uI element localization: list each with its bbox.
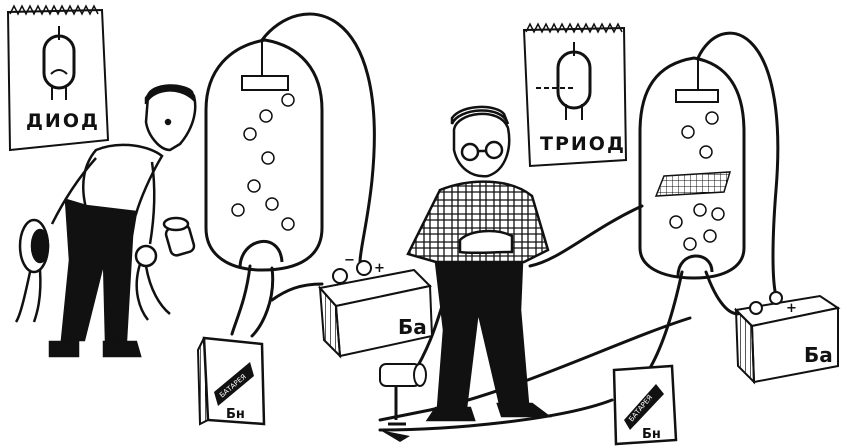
triode-tube (640, 58, 744, 278)
triode-sign: ТРИОД (524, 24, 626, 166)
anode-battery-left: − + Ба (320, 253, 432, 356)
filament-battery-right: БАТАРЕЯ Бн (614, 366, 676, 444)
anode-battery-right: + Ба (736, 292, 838, 382)
boy-center (408, 107, 548, 420)
anode-battery-right-label: Ба (804, 343, 833, 367)
diode-sign: ДИОД (8, 6, 108, 150)
filament-battery-left-label: Бн (226, 407, 245, 422)
battery-terminal (770, 292, 782, 304)
triode-grid (656, 172, 730, 196)
battery-terminal (357, 261, 371, 275)
diode-tube (206, 40, 322, 270)
filament-battery-left: БАТАРЕЯ Бн (198, 338, 264, 424)
anode-battery-left-label: Ба (398, 315, 427, 339)
glasses-icon (462, 144, 478, 160)
triode-sign-label: ТРИОД (540, 133, 626, 155)
diode-sign-label: ДИОД (26, 110, 100, 132)
triode-anode-plate (676, 90, 718, 102)
filament-battery-right-label: Бн (642, 427, 661, 442)
battery-terminal (750, 302, 762, 314)
battery-minus-label: − (344, 253, 355, 268)
battery-plus-label: + (786, 301, 797, 316)
diode-anode-plate (242, 76, 288, 90)
battery-plus-label: + (374, 261, 385, 276)
battery-terminal (333, 269, 347, 283)
